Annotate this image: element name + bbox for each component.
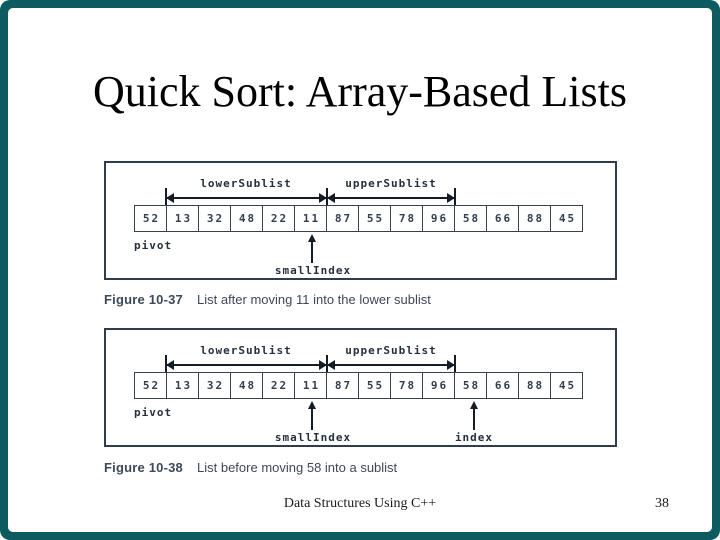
array-cell: 11 [294,205,327,232]
lower-sublist-range-arrow [166,193,327,203]
array-cell: 58 [454,372,487,399]
array-cell: 55 [358,205,391,232]
upper-sublist-range-arrow [327,193,455,203]
array-cell: 78 [390,372,423,399]
lower-sublist-label: lowerSublist [200,177,292,190]
slide-title: Quick Sort: Array-Based Lists [92,67,628,116]
array-cell: 22 [262,372,295,399]
upper-sublist-label: upperSublist [345,177,437,190]
array-cell: 48 [230,372,263,399]
slide: Quick Sort: Array-Based Lists lowerSubli… [8,8,712,532]
array-cell: 88 [518,205,551,232]
array-cell: 78 [390,205,423,232]
array-cell: 96 [422,205,455,232]
range-tick [165,355,167,373]
figure-10-37-caption: Figure 10-37 List after moving 11 into th… [104,292,431,307]
array-cell: 45 [550,205,583,232]
array-cell: 13 [166,205,199,232]
array-cell: 22 [262,205,295,232]
range-tick [165,188,167,206]
index-label: index [454,431,494,444]
pivot-label: pivot [134,406,173,419]
pivot-label: pivot [134,239,173,252]
array-cell: 13 [166,372,199,399]
figure-caption-text: List after moving 11 into the lower subl… [197,292,431,307]
figure-caption-number: Figure 10-38 [104,460,183,475]
small-index-label: smallIndex [274,431,352,444]
array-cell: 52 [134,372,167,399]
range-tick [326,355,328,373]
lower-sublist-label: lowerSublist [200,344,292,357]
array-cell: 87 [326,372,359,399]
lower-sublist-range-arrow [166,360,327,370]
array-cell: 11 [294,372,327,399]
array-cell: 45 [550,372,583,399]
range-tick [326,188,328,206]
range-tick [454,355,456,373]
array-cell: 66 [486,372,519,399]
footer-title: Data Structures Using C++ [283,496,437,511]
array-cell: 52 [134,205,167,232]
small-index-arrow [308,234,316,263]
page-number: 38 [655,496,669,511]
figure-caption-text: List before moving 58 into a sublist [197,460,398,475]
array-cell: 88 [518,372,551,399]
upper-sublist-label: upperSublist [345,344,437,357]
array-cell: 55 [358,372,391,399]
small-index-arrow [308,401,316,430]
upper-sublist-range-arrow [327,360,455,370]
figure-caption-number: Figure 10-37 [104,292,183,307]
array-cell: 96 [422,372,455,399]
array-cell: 66 [486,205,519,232]
array-cell: 87 [326,205,359,232]
array-cell: 32 [198,372,231,399]
small-index-label: smallIndex [274,264,352,277]
array-cell: 58 [454,205,487,232]
array-cell: 48 [230,205,263,232]
array-cell: 32 [198,205,231,232]
figure-10-38-caption: Figure 10-38 List before moving 58 into a… [104,460,397,475]
range-tick [454,188,456,206]
index-arrow [470,401,478,430]
